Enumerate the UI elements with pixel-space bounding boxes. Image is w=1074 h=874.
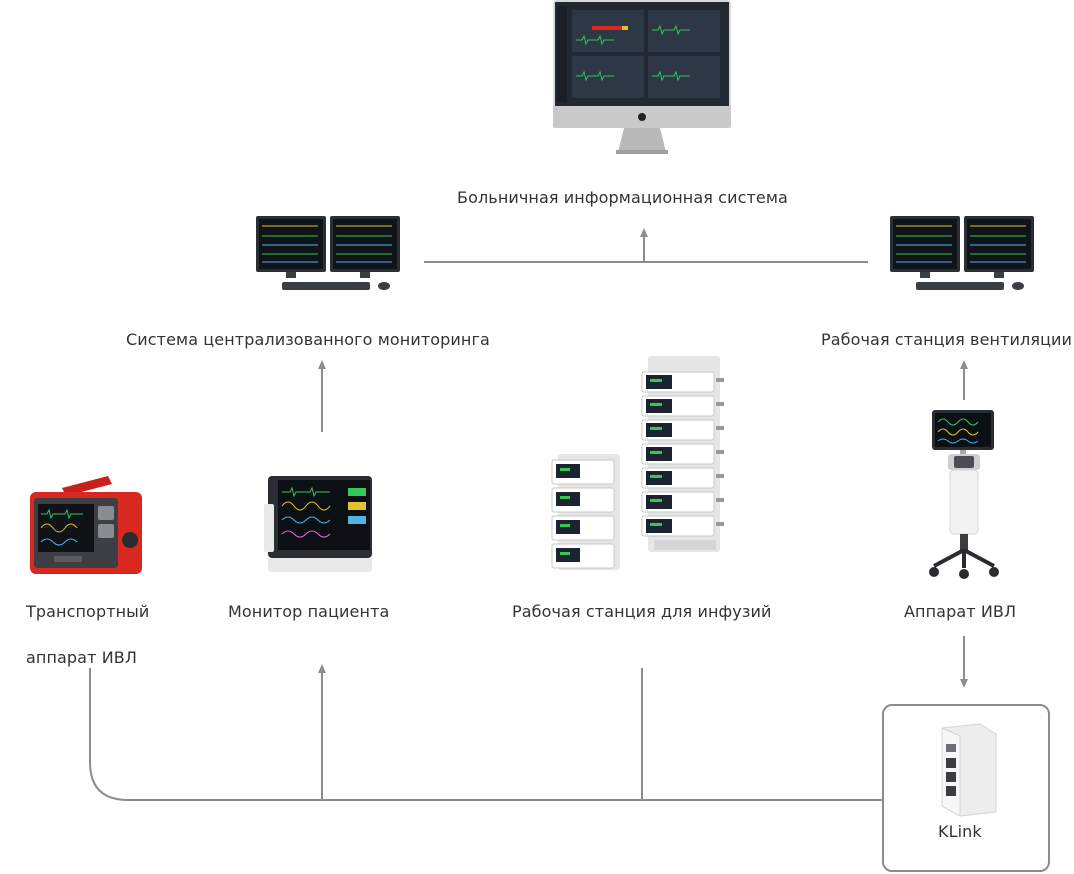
vent-station-label: Рабочая станция вентиляции [821,330,1073,349]
central-monitoring-label: Система централизованного мониторинга [126,330,490,349]
network-switch-icon [941,723,997,817]
infusion-pump-stack-icon [551,356,724,570]
patient-monitor-icon [264,476,372,572]
his-label: Больничная информационная система [457,188,788,207]
imac-monitor-icon [553,0,731,154]
vent-workstation-icon [890,216,1034,290]
central-workstation-icon [256,216,400,290]
ventilator-label: Аппарат ИВЛ [904,602,1017,621]
transport-ventilator-label-line2: аппарат ИВЛ [26,648,137,667]
klink-box: KLink [882,704,1050,872]
ventilator-on-cart-icon [929,410,999,579]
transport-ventilator-icon [30,476,142,574]
klink-label: KLink [938,822,982,841]
patient-monitor-label: Монитор пациента [228,602,390,621]
infusion-label: Рабочая станция для инфузий [512,602,772,621]
bottom-bus-line [89,668,882,801]
transport-ventilator-label-line1: Транспортный [26,602,150,621]
